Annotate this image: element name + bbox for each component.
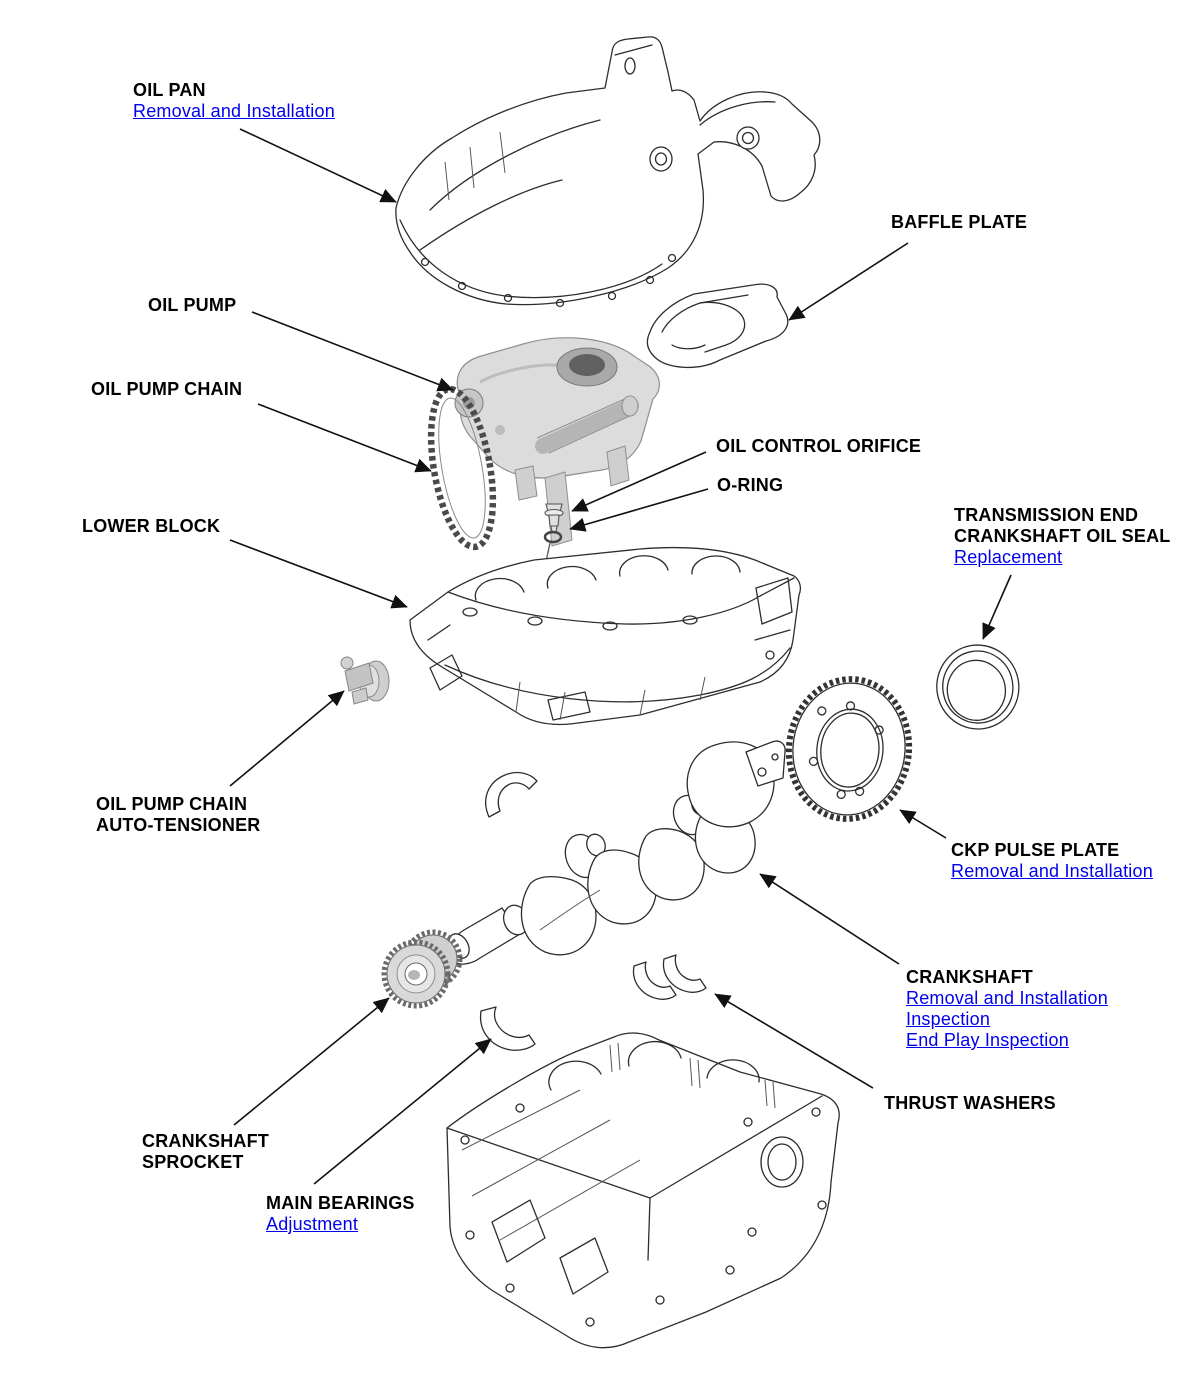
arrow-to-oil-control-orifice xyxy=(571,451,707,512)
thrust-washers-label: THRUST WASHERS xyxy=(884,1093,1056,1113)
lower-block-drawing xyxy=(409,547,801,726)
ckp-removal-link[interactable]: Removal and Installation xyxy=(951,861,1153,881)
main-bearings-label: MAIN BEARINGS xyxy=(266,1193,415,1213)
oil-pump-chain-drawing xyxy=(427,385,497,551)
o-ring-callout: O-RING xyxy=(717,475,783,496)
arrow-to-oil-seal xyxy=(982,574,1012,640)
transmission-end-label-line1: TRANSMISSION END xyxy=(954,505,1139,525)
baffle-plate-callout: BAFFLE PLATE xyxy=(891,212,1027,233)
arrow-to-oil-pump xyxy=(251,311,454,392)
oil-pan-callout: OIL PAN Removal and Installation xyxy=(133,80,335,122)
lower-block-callout: LOWER BLOCK xyxy=(82,516,220,537)
oil-pan-label: OIL PAN xyxy=(133,80,206,100)
oil-pump-chain-callout: OIL PUMP CHAIN xyxy=(91,379,242,400)
arrow-to-crankshaft-sprocket xyxy=(233,997,390,1126)
lower-block-label: LOWER BLOCK xyxy=(82,516,221,536)
arrow-to-baffle-plate xyxy=(788,242,909,321)
crankshaft-end-play-inspection-link[interactable]: End Play Inspection xyxy=(906,1030,1069,1050)
crankshaft-oil-seal-drawing xyxy=(936,644,1020,730)
crankshaft-sprocket-drawing xyxy=(381,929,463,1009)
main-bearing-drawing xyxy=(479,1006,536,1051)
main-bearings-adjustment-link[interactable]: Adjustment xyxy=(266,1214,359,1234)
o-ring-label: O-RING xyxy=(717,475,784,495)
oil-pump-drawing xyxy=(454,337,660,547)
upper-main-bearing-drawing xyxy=(485,771,538,818)
oil-control-orifice-callout: OIL CONTROL ORIFICE xyxy=(716,436,921,457)
crankshaft-label: CRANKSHAFT xyxy=(906,967,1033,987)
oil-pump-label: OIL PUMP xyxy=(148,295,237,315)
crankshaft-sprocket-label-line1: CRANKSHAFT xyxy=(142,1131,269,1151)
crankshaft-drawing xyxy=(448,740,786,965)
oil-pump-chain-label: OIL PUMP CHAIN xyxy=(91,379,243,399)
ckp-pulse-plate-callout: CKP PULSE PLATE Removal and Installation xyxy=(951,840,1153,882)
arrow-to-lower-block xyxy=(229,539,408,609)
auto-tensioner-label-line2: AUTO-TENSIONER xyxy=(96,815,261,835)
baffle-plate-drawing xyxy=(646,283,789,369)
oil-control-orifice-drawing xyxy=(544,503,564,533)
arrow-to-main-bearings xyxy=(313,1038,492,1185)
baffle-plate-label: BAFFLE PLATE xyxy=(891,212,1028,232)
transmission-end-crankshaft-oil-seal-callout: TRANSMISSION END CRANKSHAFT OIL SEAL Rep… xyxy=(954,505,1170,568)
crankshaft-inspection-link[interactable]: Inspection xyxy=(906,1009,991,1029)
arrow-to-crankshaft xyxy=(759,873,900,965)
crankshaft-removal-link[interactable]: Removal and Installation xyxy=(906,988,1108,1008)
arrow-to-thrust-washers xyxy=(714,993,874,1089)
crankshaft-sprocket-label-line2: SPROCKET xyxy=(142,1152,244,1172)
oil-control-orifice-label: OIL CONTROL ORIFICE xyxy=(716,436,922,456)
oil-pump-chain-auto-tensioner-callout: OIL PUMP CHAIN AUTO-TENSIONER xyxy=(96,794,260,836)
arrow-to-o-ring xyxy=(569,488,709,532)
engine-block-drawing xyxy=(446,1032,840,1349)
oil-pump-callout: OIL PUMP xyxy=(148,295,236,316)
arrow-to-oil-pan xyxy=(239,128,397,203)
thrust-washers-drawing xyxy=(632,954,707,1000)
thrust-washers-callout: THRUST WASHERS xyxy=(884,1093,1056,1114)
ckp-pulse-plate-label: CKP PULSE PLATE xyxy=(951,840,1120,860)
arrow-to-auto-tensioner xyxy=(229,690,345,787)
arrow-to-oil-pump-chain xyxy=(257,403,432,473)
crankshaft-callout: CRANKSHAFT Removal and Installation Insp… xyxy=(906,967,1108,1051)
main-bearings-callout: MAIN BEARINGS Adjustment xyxy=(266,1193,415,1235)
arrow-to-ckp-pulse-plate xyxy=(899,809,947,839)
auto-tensioner-drawing xyxy=(340,656,390,705)
oil-pan-drawing xyxy=(395,36,821,308)
leader-arrows xyxy=(229,128,1012,1185)
ckp-pulse-plate-drawing xyxy=(785,676,913,822)
crankshaft-sprocket-callout: CRANKSHAFT SPROCKET xyxy=(142,1131,269,1173)
auto-tensioner-label-line1: OIL PUMP CHAIN xyxy=(96,794,248,814)
transmission-end-label-line2: CRANKSHAFT OIL SEAL xyxy=(954,526,1171,546)
oil-pan-removal-link[interactable]: Removal and Installation xyxy=(133,101,335,121)
oil-seal-replacement-link[interactable]: Replacement xyxy=(954,547,1063,567)
